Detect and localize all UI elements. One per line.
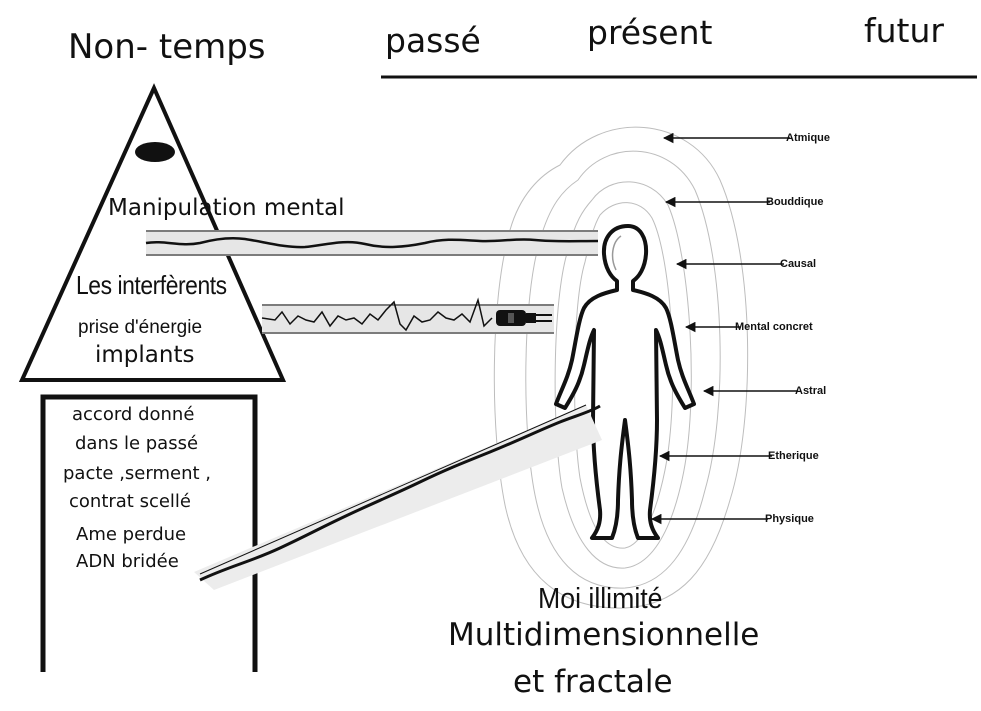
wave-band-top [146, 230, 598, 256]
timeline-passe-label: passé [385, 21, 481, 60]
multidimensionnelle-label: Multidimensionnelle [448, 617, 760, 653]
fractale-label: et fractale [513, 664, 673, 700]
layer-arrows [650, 132, 798, 525]
moi-illimite-label: Moi illimité [538, 583, 663, 615]
box-line: Ame perdue [76, 524, 187, 545]
layer-label-atmique: Atmique [786, 132, 830, 144]
box-line: pacte ,serment , [63, 463, 211, 484]
timeline-futur-label: futur [864, 11, 944, 50]
wave-line-mid [261, 297, 493, 332]
box-line: accord donné [72, 404, 195, 425]
layer-label-physique: Physique [765, 513, 814, 525]
box-line: dans le passé [75, 433, 199, 454]
layer-label-bouddique: Bouddique [766, 196, 824, 208]
diagonal-wave-line [199, 404, 601, 582]
plug-icon [496, 310, 552, 326]
box-outline [40, 394, 258, 672]
layer-label-astral: Astral [795, 385, 827, 397]
aura-contours [493, 126, 749, 609]
implants-label: implants [95, 342, 195, 368]
prise-energie-label: prise d'énergie [78, 317, 203, 338]
eye-shape [135, 142, 175, 162]
box-line: ADN bridée [76, 551, 179, 572]
non-temps-title: Non- temps [68, 27, 266, 67]
layer-label-causal: Causal [780, 258, 817, 270]
timeline-present-label: présent [587, 13, 713, 52]
box-line: contrat scellé [69, 491, 192, 512]
interferents-label: Les interfèrents [76, 270, 227, 300]
wave-line-top [145, 236, 599, 249]
layer-label-mental-concret: Mental concret [735, 321, 813, 333]
diagonal-band [194, 405, 602, 590]
layer-label-etherique: Etherique [768, 450, 819, 462]
manipulation-label: Manipulation mental [108, 195, 345, 221]
body-silhouette [554, 224, 696, 540]
